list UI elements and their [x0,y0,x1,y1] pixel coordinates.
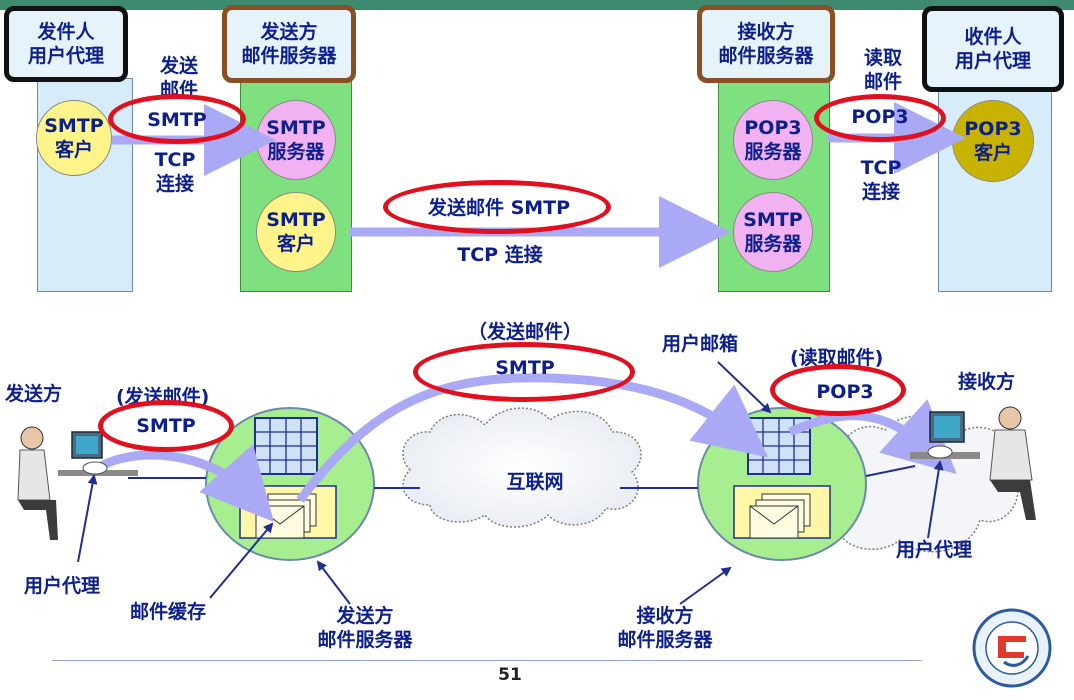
highlight-bottom-smtp-left [98,400,234,452]
sender-mailbox-grid [254,417,318,475]
sender-person-icon [17,426,138,540]
pointer-receiver-server [679,566,732,605]
highlight-left-smtp [108,94,246,144]
highlight-middle-smtp [383,180,611,234]
flow-receiver-to-pc [788,399,957,475]
mail-cache-label: 邮件缓存 [130,601,207,623]
highlight-bottom-pop3 [770,364,906,416]
user-agent-left-label: 用户代理 [24,575,101,597]
right-link-action: 读取 邮件 [863,47,902,93]
left-link-transport: TCP 连接 [154,149,196,195]
receiver-ua-header: 收件人 用户代理 [922,6,1064,92]
user-agent-right-label: 用户代理 [896,539,973,561]
pointer-user-agent-right [927,460,944,539]
pointer-sender-server [316,560,351,605]
receiver-person-icon [910,406,1036,520]
internet-cloud [402,407,642,528]
sender-ua-header: 发件人 用户代理 [4,6,128,82]
footer-divider [52,660,922,661]
sender-server-smtp-client: SMTP 客户 [256,192,336,272]
page-number: 51 [498,665,522,685]
pointer-mailbox [717,361,772,414]
sender-label: 发送方 [5,383,63,405]
receiver-mail-cache [733,485,831,539]
pointer-user-agent-left [77,474,98,563]
mailbox-label: 用户邮箱 [662,333,739,355]
sender-smtp-client: SMTP 客户 [36,100,112,176]
sender-server-label: 发送方 邮件服务器 [317,605,413,651]
read-mail-label: (读取邮件) [790,347,884,369]
send-mail-mid-label: （发送邮件） [467,321,582,343]
receiver-server-smtp-server: SMTP 服务器 [733,192,813,272]
receiver-server-label: 接收方 邮件服务器 [617,605,713,651]
middle-link-transport: TCP 连接 [457,244,543,266]
highlight-right-pop3 [814,94,946,142]
receiver-server-pop3-server: POP3 服务器 [733,100,813,180]
receiver-server-header: 接收方 邮件服务器 [697,5,835,83]
flow-pc-to-sender-server [92,444,274,522]
right-link-transport: TCP 连接 [860,157,902,203]
top-band [0,0,1074,10]
sender-server-header: 发送方 邮件服务器 [222,5,356,83]
college-logo [972,608,1052,688]
sender-mail-cache [239,485,337,539]
pointer-mail-cache [209,522,274,599]
highlight-bottom-smtp-mid [413,342,635,402]
internet-label: 互联网 [506,471,564,493]
receiver-label: 接收方 [958,371,1016,393]
